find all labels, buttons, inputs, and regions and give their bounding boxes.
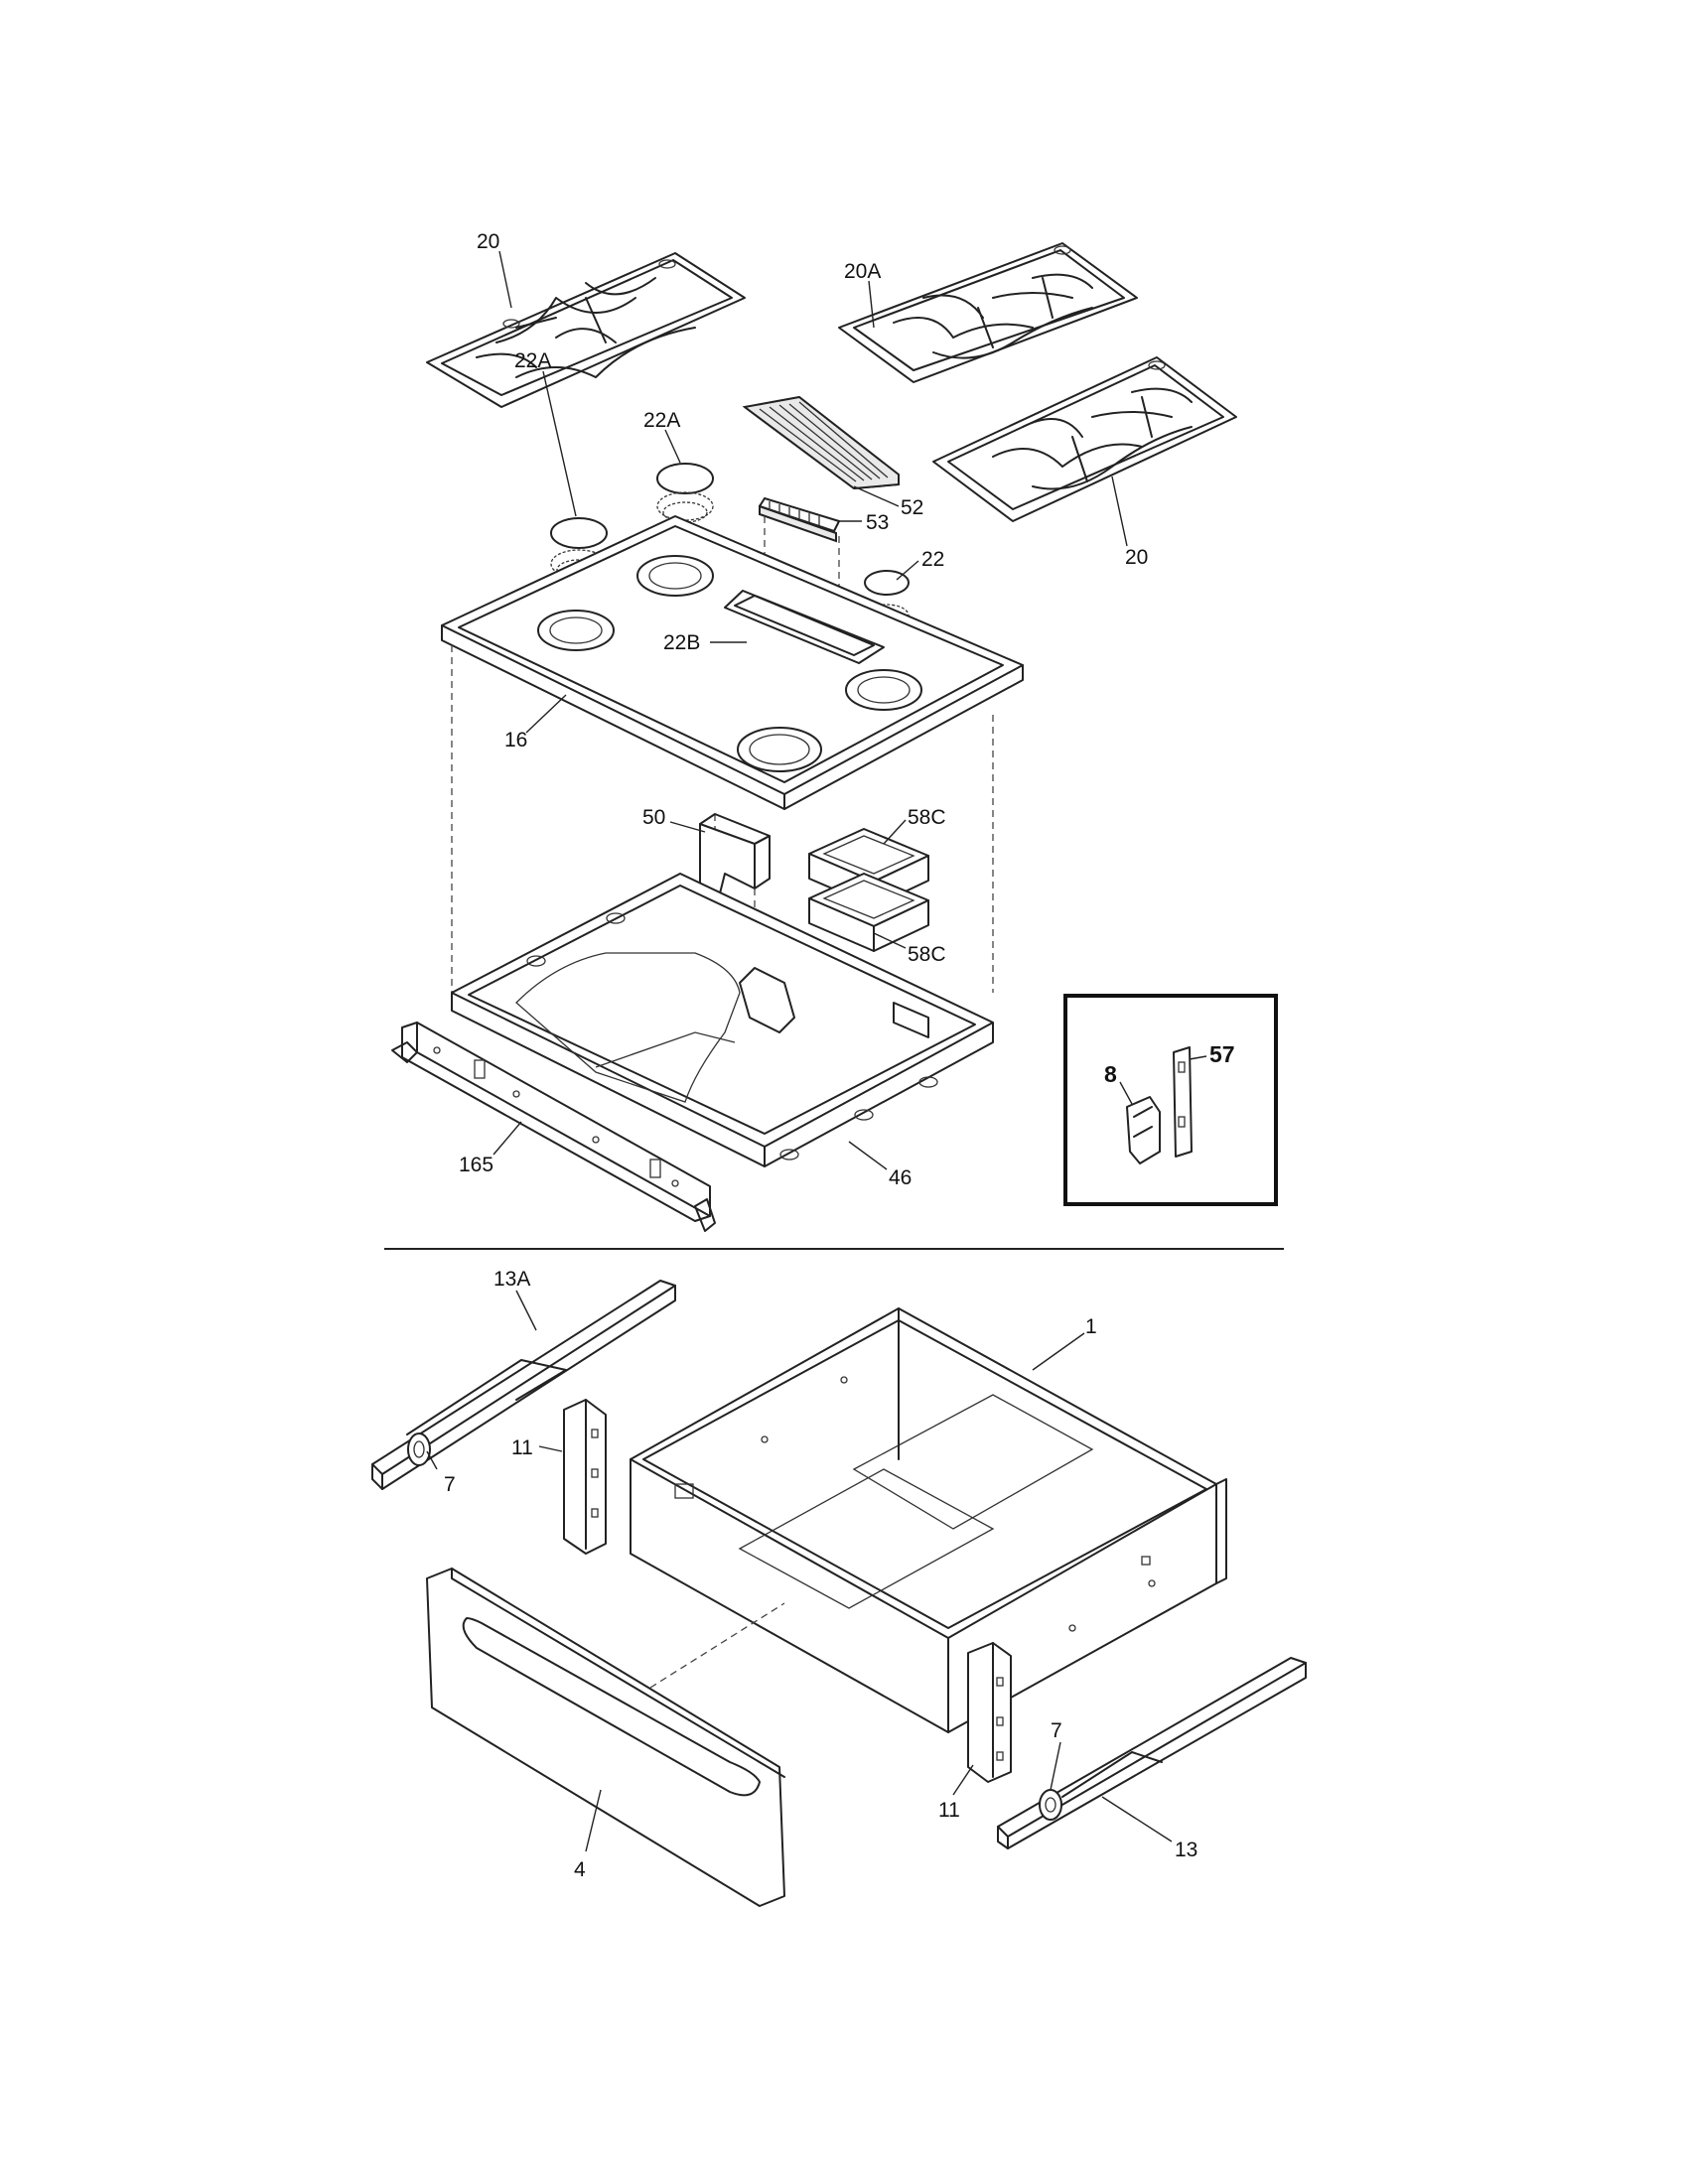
rail-left: [371, 1280, 676, 1490]
grate-left: [426, 252, 746, 408]
label-22a-cap-center-rear: 22A: [643, 409, 680, 432]
bracket-left: [563, 1399, 607, 1555]
front-frame: [391, 1022, 716, 1232]
label-165-front-frame: 165: [459, 1154, 493, 1176]
label-7-roller-left: 7: [444, 1473, 456, 1496]
label-58c-insulation-lower: 58C: [908, 943, 946, 966]
part-labels: 20 20A 20 22A 22A 22 22B 52 53 16 50 58C…: [444, 230, 1235, 1881]
rail-right: [997, 1657, 1307, 1849]
insulation-blocks: [808, 828, 929, 952]
leader-lines: [426, 250, 1207, 1852]
label-53-vent-grille: 53: [866, 511, 889, 534]
label-20-grate-left: 20: [477, 230, 499, 253]
label-7-roller-right: 7: [1051, 1719, 1062, 1742]
label-46-cooktop-base: 46: [889, 1166, 912, 1189]
label-22-cap-right: 22: [921, 548, 944, 571]
label-52-vent-trim: 52: [901, 496, 923, 519]
label-4-drawer-front: 4: [574, 1858, 586, 1881]
label-1-drawer-body: 1: [1085, 1315, 1097, 1338]
label-58c-insulation-upper: 58C: [908, 806, 946, 829]
cooktop-base: [451, 873, 994, 1167]
bracket-right: [967, 1642, 1012, 1783]
label-16-cooktop: 16: [504, 729, 527, 751]
label-11-bracket-left: 11: [511, 1436, 533, 1459]
label-20-grate-right-front: 20: [1125, 546, 1148, 569]
label-13a-rail-left: 13A: [493, 1268, 530, 1291]
label-57-bracket: 57: [1209, 1041, 1235, 1067]
label-8-igniter: 8: [1104, 1061, 1117, 1087]
vent-trim: [742, 395, 900, 490]
bracket: [699, 813, 771, 894]
drawer-front: [426, 1568, 785, 1907]
label-22a-cap-left-rear: 22A: [514, 349, 551, 372]
vent-grille: [759, 497, 840, 543]
drawer-body: [630, 1307, 1227, 1733]
label-50-bracket: 50: [642, 806, 665, 829]
grate-right-rear: [838, 242, 1138, 383]
label-20a-grate-right-rear: 20A: [844, 260, 881, 283]
label-22b-cap-center-front: 22B: [663, 631, 700, 654]
inset-box: [1063, 994, 1278, 1206]
label-13-rail-right: 13: [1175, 1839, 1197, 1861]
grate-right-front: [932, 356, 1237, 522]
label-11-bracket-right: 11: [938, 1799, 960, 1822]
cooktop: [441, 515, 1024, 810]
